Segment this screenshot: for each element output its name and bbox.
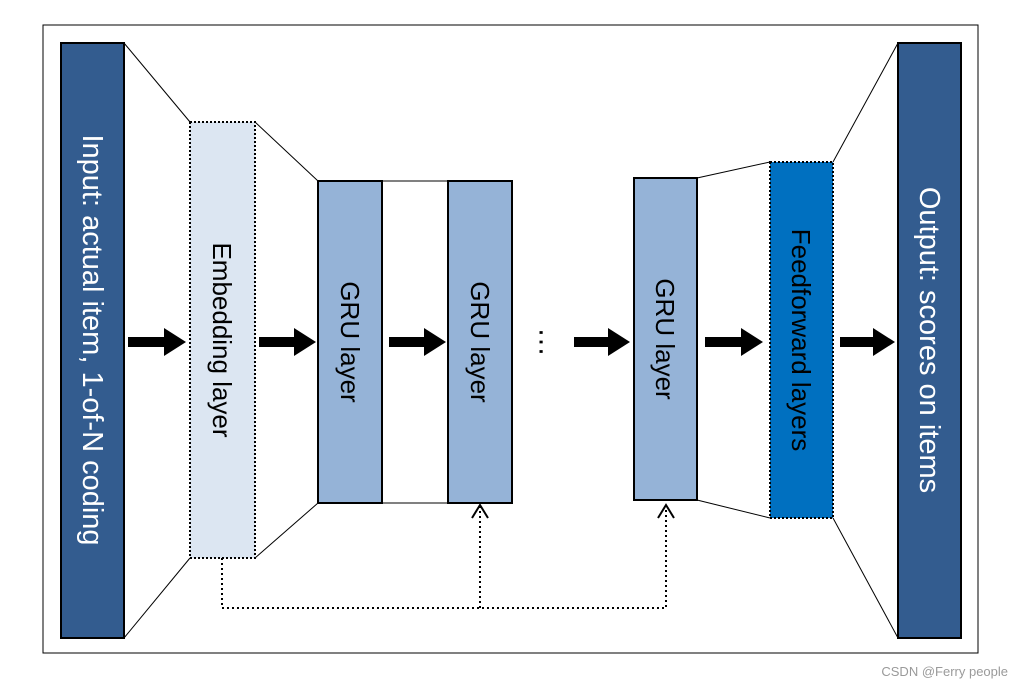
diagram-frame: [42, 24, 979, 654]
gru-layer-2-label: GRU layer: [465, 281, 495, 403]
embedding-layer-label: Embedding layer: [207, 242, 237, 437]
forward-arrows: [128, 328, 895, 356]
input-label: Input: actual item, 1-of-N coding: [76, 134, 108, 545]
output-label: Output: scores on items: [913, 187, 945, 493]
arrow-right-icon: [705, 328, 763, 356]
gru-layer-3-label: GRU layer: [650, 278, 680, 400]
gru-layer-1-block: [317, 180, 383, 504]
skip-connections: [221, 506, 667, 609]
feedforward-layers-block: [769, 161, 834, 519]
skip-arrowheads: [471, 503, 675, 519]
embedding-layer-block: [189, 121, 256, 559]
watermark: CSDN @Ferry people: [881, 664, 1008, 679]
layer-ellipsis: …: [533, 327, 566, 357]
arrow-right-icon: [840, 328, 895, 356]
arrow-up-icon: [657, 503, 675, 519]
gru-layer-1-label: GRU layer: [335, 281, 365, 403]
arrow-right-icon: [259, 328, 316, 356]
feedforward-layers-label: Feedforward layers: [786, 229, 816, 452]
gru-layer-3-block: [633, 177, 698, 501]
arrow-right-icon: [574, 328, 630, 356]
arrow-right-icon: [128, 328, 186, 356]
arrow-right-icon: [389, 328, 446, 356]
output-block: [897, 42, 962, 639]
arrow-up-icon: [471, 503, 489, 519]
gru-layer-2-block: [447, 180, 513, 504]
input-block: [60, 42, 125, 639]
connector-lines: [123, 42, 899, 639]
